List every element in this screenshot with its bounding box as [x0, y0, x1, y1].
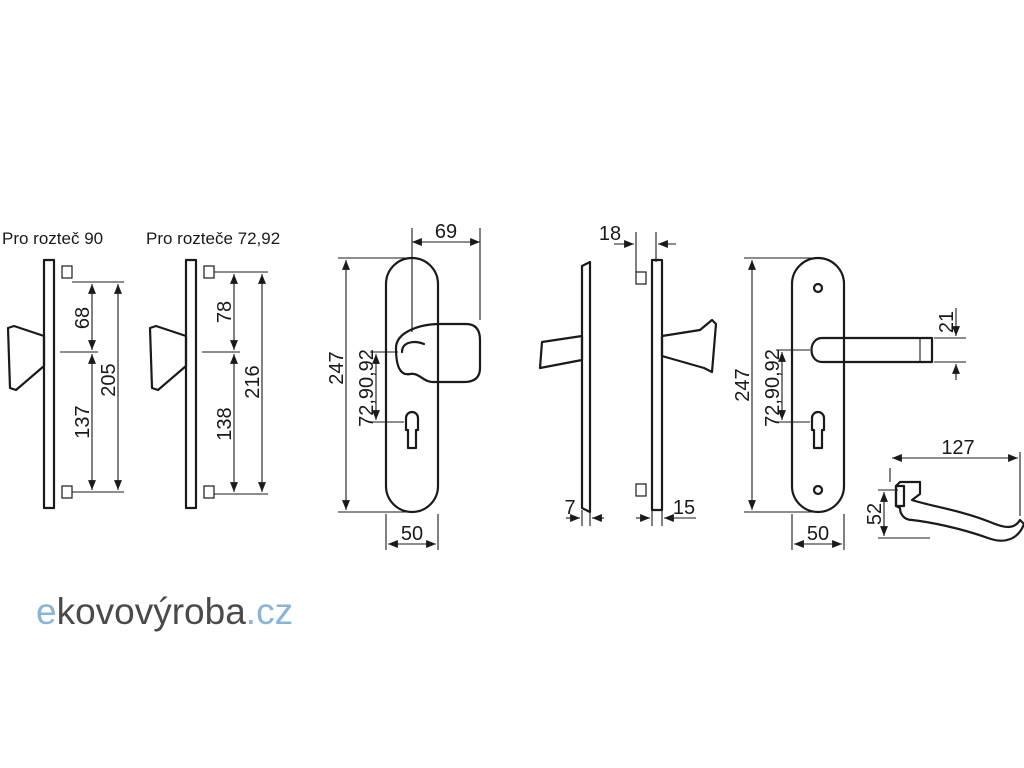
plate-front-lever — [790, 256, 846, 514]
outer-plate-side — [580, 260, 592, 514]
dim-pitch-lever: 72,90,92 — [762, 349, 784, 427]
dim-thickness-outer: 7 — [564, 497, 575, 519]
backplate-side-72-92 — [184, 258, 198, 510]
outer-knob-side — [538, 334, 584, 370]
pin-bottom-72-92 — [203, 485, 215, 499]
knob-profile-72-92 — [148, 324, 188, 392]
dim-lower-72-92: 138 — [214, 407, 236, 440]
lever-front — [810, 336, 934, 364]
dim-upper-90: 68 — [72, 307, 94, 329]
pin-top-72-92 — [203, 265, 215, 279]
screw-top-lever — [812, 282, 824, 294]
dim-pitch-knob: 72,90,92 — [356, 349, 378, 427]
logo-name: kovovýroba — [57, 591, 247, 632]
logo-suffix: .cz — [246, 591, 293, 632]
dim-total-72-92: 216 — [242, 365, 264, 398]
pin-bottom-90 — [61, 485, 73, 499]
dim-plate-width-lever: 50 — [807, 523, 829, 545]
inner-pin-top — [635, 271, 647, 285]
site-logo[interactable]: ekovovýroba.cz — [36, 591, 293, 632]
dim-lever-diameter: 21 — [936, 311, 958, 333]
caption-pitch-72-92: Pro rozteče 72,92 — [146, 229, 280, 248]
dim-upper-72-92: 78 — [214, 301, 236, 323]
knob-front — [394, 322, 482, 384]
view-side: 18 7 15 — [538, 223, 718, 526]
view-lever-top: 127 52 — [864, 437, 1024, 542]
dim-lever-length: 127 — [941, 437, 974, 459]
view-front-knob: 69 247 72,90,92 50 — [326, 221, 482, 550]
inner-plate-side — [650, 258, 664, 512]
screw-bottom-lever — [812, 484, 824, 496]
view-pitch-72-92: Pro rozteče 72,92 78 138 216 — [146, 229, 280, 510]
dim-lever-height: 52 — [864, 503, 886, 525]
view-pitch-90: Pro rozteč 90 68 137 205 — [2, 229, 124, 510]
inner-pin-bottom — [635, 483, 647, 497]
dim-side-offset: 18 — [599, 223, 621, 245]
dim-plate-height-knob: 247 — [326, 351, 348, 384]
cylinder-hole-knob — [404, 410, 420, 450]
dim-knob-width: 69 — [435, 221, 457, 243]
pin-top-90 — [61, 265, 73, 279]
backplate-side-90 — [42, 258, 56, 510]
inner-knob-side — [660, 318, 718, 374]
dim-total-90: 205 — [98, 363, 120, 396]
lever-top-profile — [894, 480, 1024, 542]
view-front-lever: 21 247 72,90,92 50 — [732, 256, 966, 550]
caption-pitch-90: Pro rozteč 90 — [2, 229, 103, 248]
cylinder-hole-lever — [810, 410, 826, 450]
knob-profile-90 — [6, 324, 46, 392]
dim-lower-90: 137 — [72, 405, 94, 438]
dim-plate-width-knob: 50 — [401, 523, 423, 545]
dim-thickness-inner: 15 — [673, 497, 695, 519]
logo-prefix: e — [36, 591, 57, 632]
dim-plate-height-lever: 247 — [732, 368, 754, 401]
